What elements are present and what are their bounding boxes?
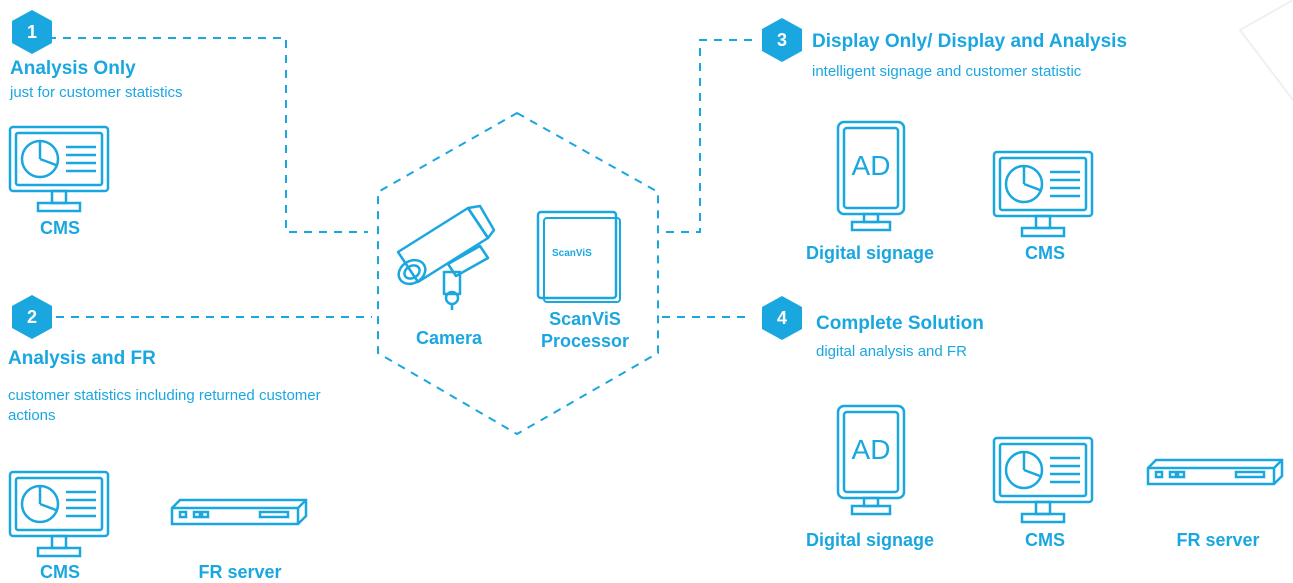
scenario-1-device-cms: CMS xyxy=(40,218,80,238)
processor-label: ScanViS Processor xyxy=(540,309,630,351)
step-1-badge: 1 xyxy=(10,10,54,54)
fr-server-icon xyxy=(1146,458,1284,486)
step-2-badge: 2 xyxy=(10,295,54,339)
scenario-2-title: Analysis and FR xyxy=(8,348,156,369)
cms-monitor-icon xyxy=(992,436,1094,524)
processing-hexagon xyxy=(377,111,659,436)
ad-text: AD xyxy=(851,434,891,465)
cms-monitor-icon xyxy=(8,125,110,213)
scenario-4-device-digital-signage: Digital signage xyxy=(805,530,935,550)
step-4-number: 4 xyxy=(776,307,787,328)
digital-signage-icon xyxy=(836,404,906,516)
fr-server-icon xyxy=(170,498,308,526)
scenario-4-device-fr-server: FR server xyxy=(1176,530,1260,550)
step-4-badge: 4 xyxy=(760,296,804,340)
step-3-number: 3 xyxy=(776,29,787,50)
scenario-3-device-digital-signage: Digital signage xyxy=(805,243,935,263)
scenario-1-subtitle: just for customer statistics xyxy=(10,84,183,101)
camera-icon xyxy=(396,204,496,310)
step-2-number: 2 xyxy=(26,306,37,327)
ad-text: AD xyxy=(851,150,891,181)
scenario-1-title: Analysis Only xyxy=(10,58,136,79)
cms-monitor-icon xyxy=(8,470,110,558)
digital-signage-icon xyxy=(836,120,906,232)
scenario-4-title: Complete Solution xyxy=(816,313,984,334)
connector-1 xyxy=(48,37,368,233)
scenario-2-device-cms: CMS xyxy=(40,562,80,582)
scenario-3-device-cms: CMS xyxy=(1025,243,1065,263)
scenario-4-device-cms: CMS xyxy=(1025,530,1065,550)
scenario-2-subtitle: customer statistics including returned c… xyxy=(8,387,321,424)
processor-logo: ScanViS xyxy=(552,248,592,259)
cms-monitor-icon xyxy=(992,150,1094,238)
step-1-number: 1 xyxy=(26,21,37,42)
camera-label: Camera xyxy=(415,328,483,348)
step-3-badge: 3 xyxy=(760,18,804,62)
connector-3 xyxy=(660,39,752,233)
scenario-3-title: Display Only/ Display and Analysis xyxy=(812,31,1128,52)
scenario-3-subtitle: intelligent signage and customer statist… xyxy=(812,63,1082,80)
scenario-4-subtitle: digital analysis and FR xyxy=(816,343,967,360)
processor-box-icon: ScanViS xyxy=(536,210,621,303)
scenario-2-device-fr-server: FR server xyxy=(198,562,282,582)
